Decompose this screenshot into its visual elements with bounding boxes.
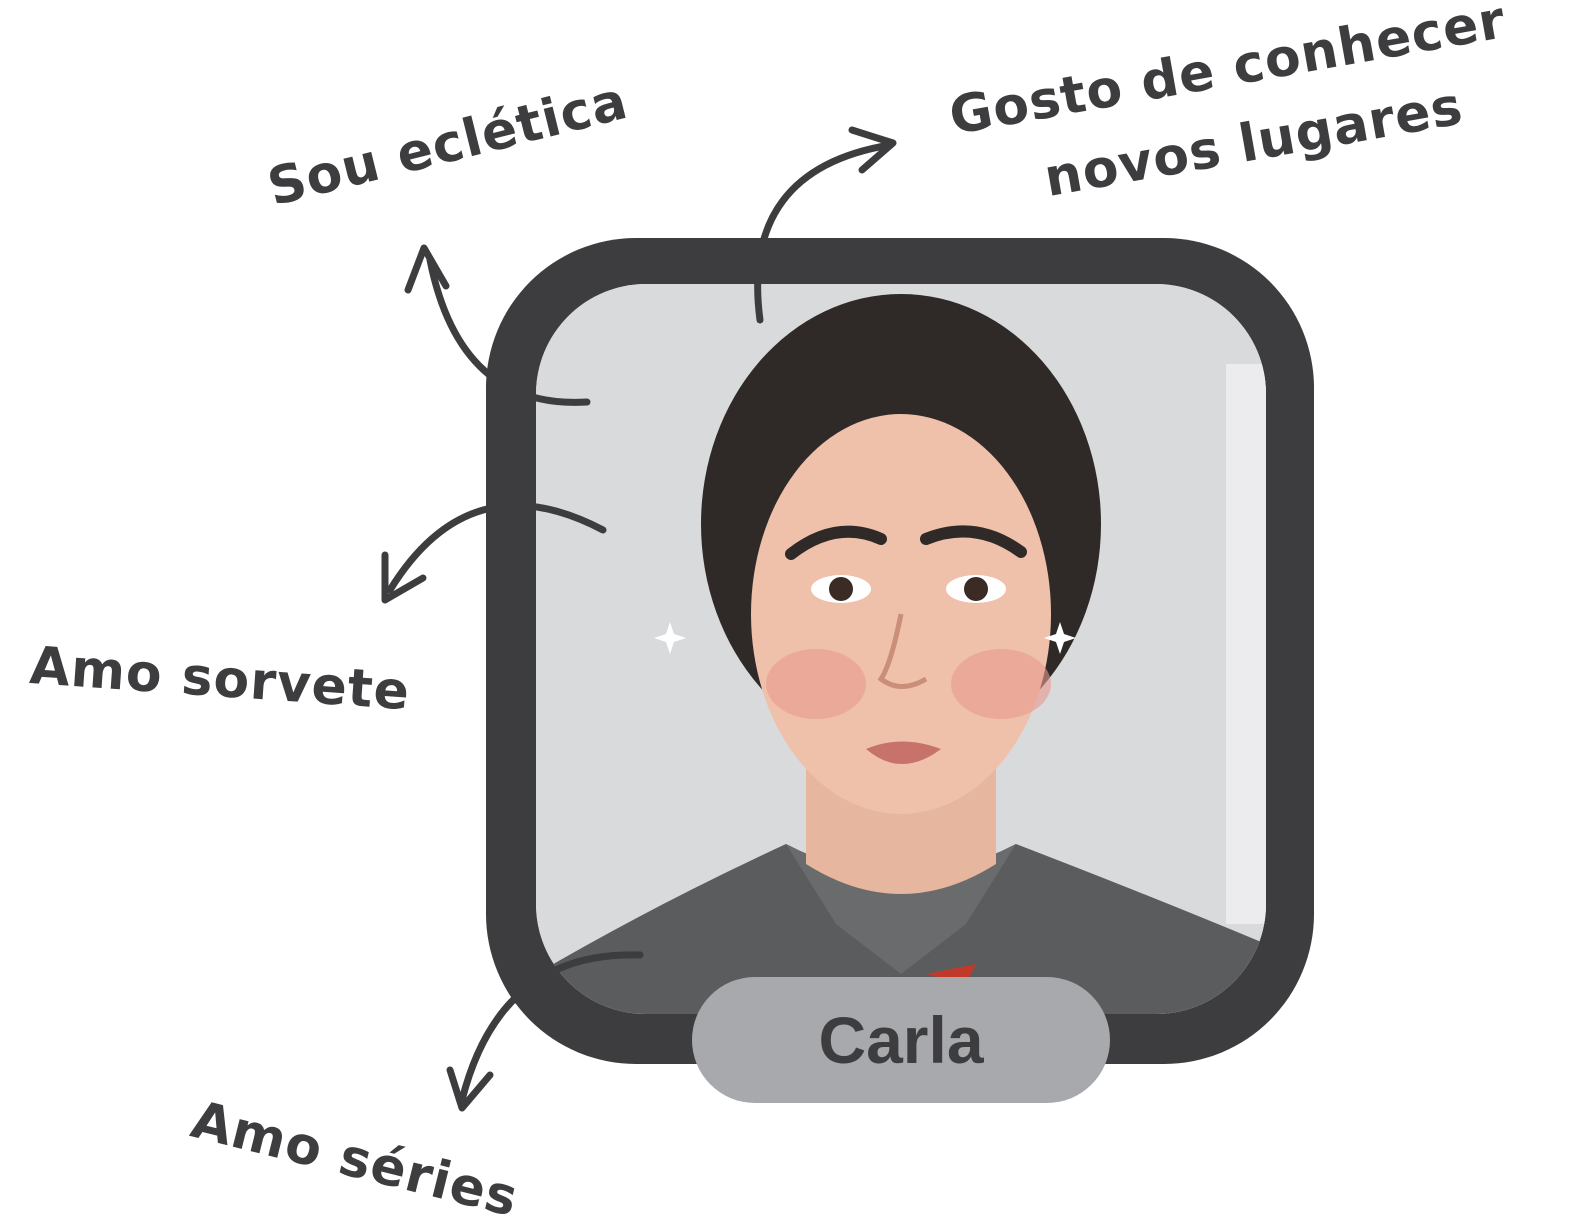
name-badge: Carla [692,977,1110,1103]
curved-arrow-icon [404,244,591,406]
curved-arrow-icon [754,126,897,324]
curved-arrow-icon [381,502,607,604]
name-text: Carla [818,1003,984,1077]
curved-arrow-icon [446,951,644,1112]
profile-photo [536,284,1266,1014]
portrait-illustration [536,284,1266,1014]
